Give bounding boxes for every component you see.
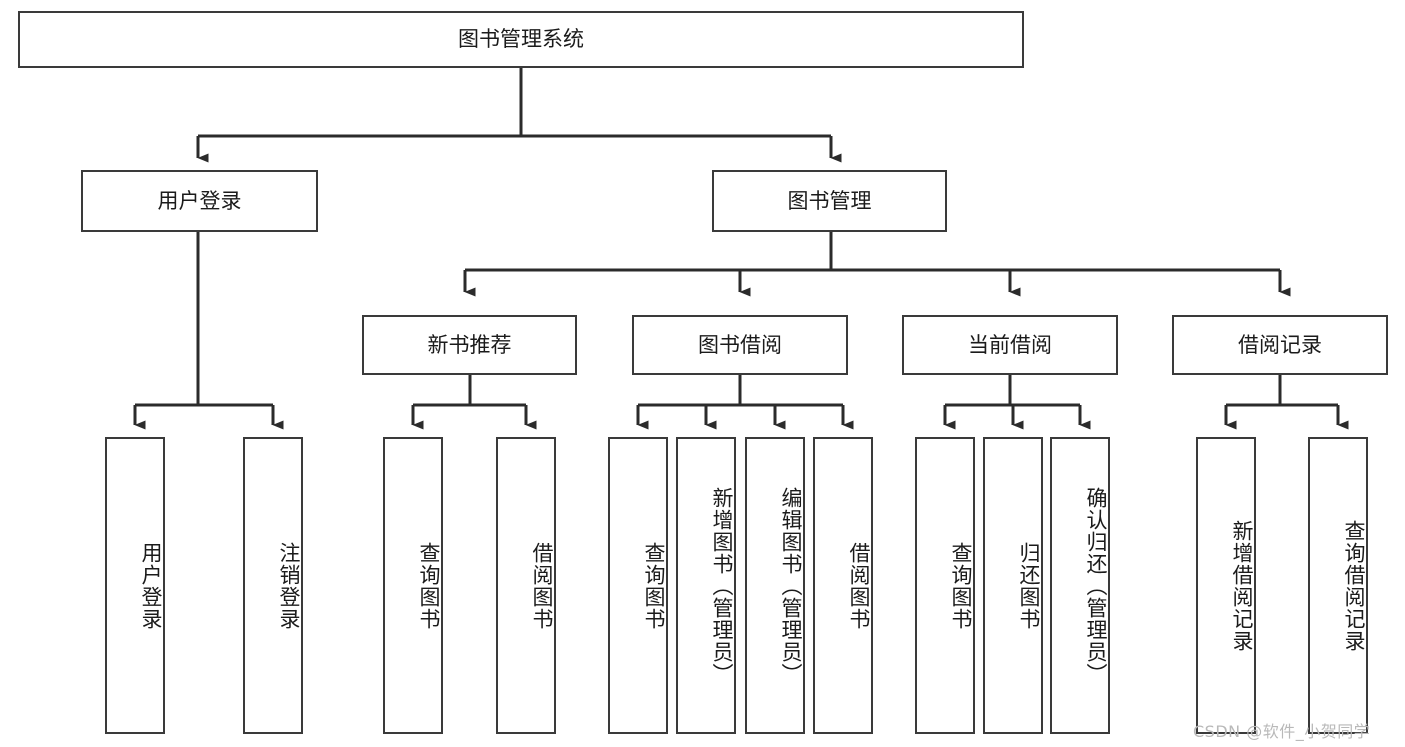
leaf-borrow-book[interactable]: 借阅图书 <box>813 437 873 734</box>
csdn-watermark: CSDN @软件_小贺同学 <box>1193 722 1371 741</box>
node-book-borrow[interactable]: 图书借阅 <box>632 315 848 375</box>
leaf-query-borrow-record[interactable]: 查询借阅记录 <box>1308 437 1368 734</box>
node-label: 用户登录 <box>157 188 242 213</box>
node-user-login[interactable]: 用户登录 <box>81 170 318 232</box>
node-borrow-record[interactable]: 借阅记录 <box>1172 315 1388 375</box>
node-new-book-recommend[interactable]: 新书推荐 <box>362 315 577 375</box>
node-book-management[interactable]: 图书管理 <box>712 170 947 232</box>
node-label: 新增图书（管理员） <box>710 486 734 685</box>
node-label: 新增借阅记录 <box>1230 519 1254 652</box>
node-label: 借阅图书 <box>847 541 871 630</box>
node-label: 注销登录 <box>277 541 301 630</box>
leaf-borrow-book-recommend[interactable]: 借阅图书 <box>496 437 556 734</box>
leaf-query-book-current[interactable]: 查询图书 <box>915 437 975 734</box>
node-label: 用户登录 <box>139 541 163 630</box>
leaf-edit-book-admin[interactable]: 编辑图书（管理员） <box>745 437 805 734</box>
leaf-user-login[interactable]: 用户登录 <box>105 437 165 734</box>
node-current-borrow[interactable]: 当前借阅 <box>902 315 1118 375</box>
node-label: 新书推荐 <box>427 332 512 357</box>
node-label: 编辑图书（管理员） <box>779 486 803 685</box>
leaf-logout-login[interactable]: 注销登录 <box>243 437 303 734</box>
node-label: 查询借阅记录 <box>1342 519 1366 652</box>
node-label: 查询图书 <box>642 541 666 630</box>
node-label: 图书借阅 <box>698 332 782 357</box>
node-label: 归还图书 <box>1017 541 1041 630</box>
node-root-book-management-system[interactable]: 图书管理系统 <box>18 11 1024 68</box>
node-label: 查询图书 <box>949 541 973 630</box>
leaf-query-book-borrow[interactable]: 查询图书 <box>608 437 668 734</box>
leaf-add-book-admin[interactable]: 新增图书（管理员） <box>676 437 736 734</box>
node-label: 查询图书 <box>417 541 441 630</box>
leaf-confirm-return-admin[interactable]: 确认归还（管理员） <box>1050 437 1110 734</box>
leaf-query-book-recommend[interactable]: 查询图书 <box>383 437 443 734</box>
leaf-return-book[interactable]: 归还图书 <box>983 437 1043 734</box>
node-label: 图书管理系统 <box>458 27 584 52</box>
node-label: 图书管理 <box>787 188 872 213</box>
leaf-add-borrow-record[interactable]: 新增借阅记录 <box>1196 437 1256 734</box>
node-label: 借阅图书 <box>530 541 554 630</box>
node-label: 当前借阅 <box>968 332 1052 357</box>
node-label: 借阅记录 <box>1238 332 1322 357</box>
node-label: 确认归还（管理员） <box>1084 486 1108 685</box>
